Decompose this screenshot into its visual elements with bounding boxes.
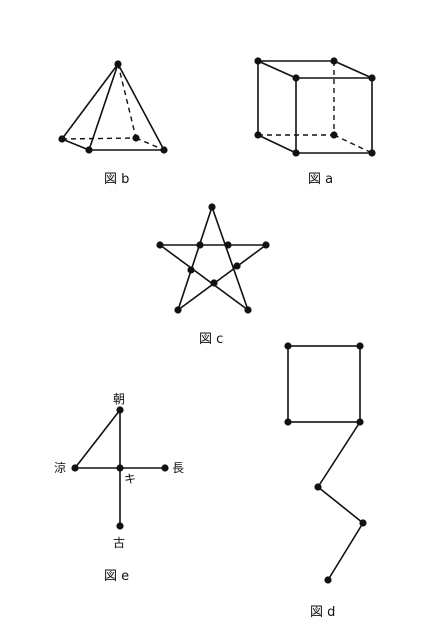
path-graph-caption: 図 d <box>310 605 335 620</box>
vertex-label-bottom: 古 <box>113 535 125 550</box>
pyramid-figure <box>58 60 168 154</box>
star-figure <box>156 203 270 314</box>
vertex-label-left: 涼 <box>54 460 66 475</box>
pyramid-caption: 図 b <box>104 172 129 187</box>
cube-figure <box>254 57 376 157</box>
kanji-graph-caption: 図 e <box>104 569 129 584</box>
kanji-graph-figure <box>71 406 169 530</box>
path-graph-figure <box>284 342 367 584</box>
cube-caption: 図 a <box>308 172 333 187</box>
star-caption: 図 c <box>199 332 223 347</box>
vertex-label-top: 朝 <box>113 392 125 406</box>
vertex-label-center: キ <box>124 472 136 486</box>
vertex-label-right: 長 <box>172 461 184 475</box>
